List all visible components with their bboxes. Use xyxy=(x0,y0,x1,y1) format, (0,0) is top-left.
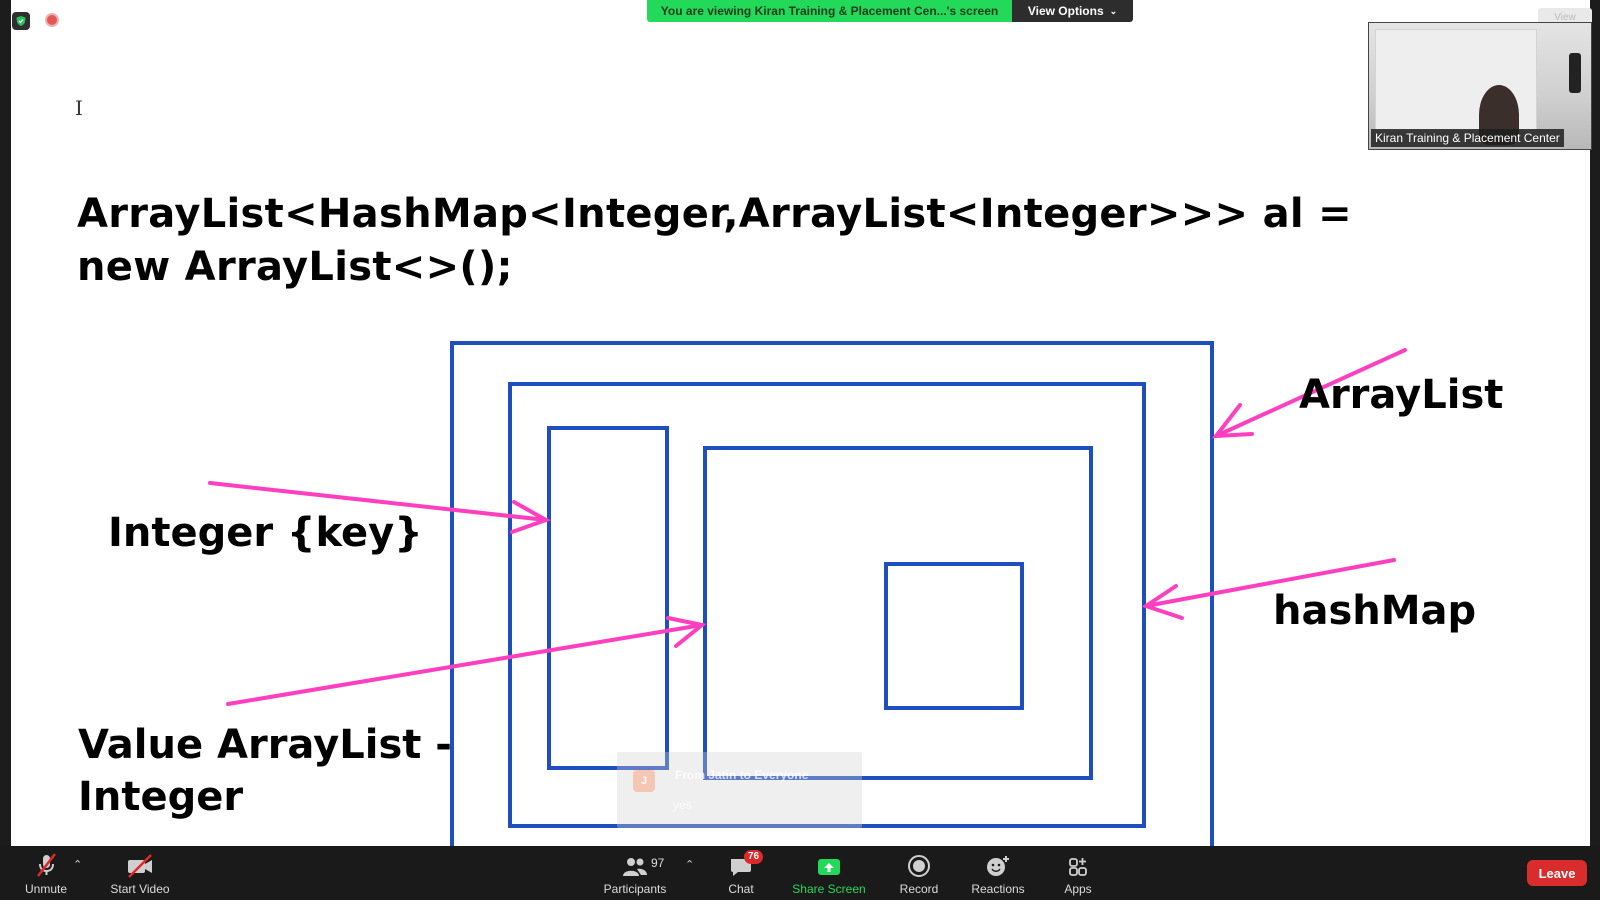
chat-label: Chat xyxy=(728,882,754,896)
arraylist-box xyxy=(450,341,1214,846)
reactions-button[interactable]: Reactions xyxy=(968,846,1028,900)
shield-icon[interactable] xyxy=(12,12,30,30)
view-layout-button[interactable]: View xyxy=(1538,8,1592,26)
value-integer-box xyxy=(884,562,1024,710)
chat-avatar: J xyxy=(633,770,655,792)
chat-notification[interactable]: J From Jatin to Everyone yes xyxy=(617,752,862,828)
view-corner-label: View xyxy=(1554,11,1576,23)
label-value-line-1: Value ArrayList - xyxy=(78,722,452,768)
right-edge xyxy=(1590,0,1600,846)
mic-off-icon xyxy=(33,850,59,878)
label-integer-key: Integer {key} xyxy=(108,510,423,556)
record-icon xyxy=(907,850,931,878)
arrowhead-value xyxy=(666,616,707,648)
chat-message: yes xyxy=(673,798,692,812)
share-screen-button[interactable]: Share Screen xyxy=(790,846,868,900)
chat-button[interactable]: Chat xyxy=(718,846,764,900)
code-line-1: ArrayList<HashMap<Integer,ArrayList<Inte… xyxy=(77,191,1352,237)
video-off-icon xyxy=(125,850,155,878)
arrow-to-value xyxy=(226,623,704,706)
arrowhead-arraylist xyxy=(1211,403,1254,439)
arrowhead-hashmap xyxy=(1141,584,1184,620)
chat-from: From Jatin to Everyone xyxy=(675,768,809,782)
code-line-2: new ArrayList<>(); xyxy=(77,244,513,290)
apps-button[interactable]: Apps xyxy=(1056,846,1100,900)
chevron-up-icon[interactable]: ⌃ xyxy=(685,859,695,871)
chat-icon xyxy=(729,850,753,878)
value-arraylist-box xyxy=(703,446,1093,780)
participants-label: Participants xyxy=(603,882,667,896)
arrow-to-hashmap xyxy=(1144,558,1396,608)
share-screen-label: Share Screen xyxy=(792,882,866,896)
unmute-label: Unmute xyxy=(24,882,68,896)
slide-code-title: ArrayList<HashMap<Integer,ArrayList<Inte… xyxy=(77,188,1517,294)
label-value-line-2: Integer xyxy=(78,774,244,820)
meeting-toolbar: Unmute ⌃ Start Video Participants 97 ⌃ xyxy=(0,846,1600,900)
start-video-label: Start Video xyxy=(110,882,170,896)
label-hashmap: hashMap xyxy=(1273,588,1477,634)
participants-count: 97 xyxy=(651,856,665,870)
participants-button[interactable]: Participants xyxy=(604,846,666,900)
reactions-label: Reactions xyxy=(971,882,1025,896)
participants-icon xyxy=(621,850,649,878)
reactions-icon xyxy=(985,850,1011,878)
nested-structure-diagram xyxy=(208,341,1407,846)
arrow-to-key xyxy=(208,481,548,522)
record-button[interactable]: Record xyxy=(893,846,945,900)
chevron-up-icon[interactable]: ⌃ xyxy=(73,859,83,871)
video-participant-name: Kiran Training & Placement Center xyxy=(1371,129,1564,147)
arrow-to-arraylist xyxy=(1214,348,1407,438)
arrowhead-key xyxy=(510,500,551,534)
left-edge xyxy=(0,0,11,846)
chevron-down-icon: ⌄ xyxy=(1109,5,1118,16)
leave-button[interactable]: Leave xyxy=(1527,860,1587,886)
video-tile[interactable]: Kiran Training & Placement Center xyxy=(1368,22,1592,150)
apps-icon xyxy=(1067,850,1089,878)
start-video-button[interactable]: Start Video xyxy=(104,846,176,900)
view-options-label: View Options xyxy=(1027,4,1104,18)
text-cursor-icon: I xyxy=(75,96,83,120)
recording-icon[interactable] xyxy=(45,13,59,27)
apps-label: Apps xyxy=(1064,882,1092,896)
video-mic-stand xyxy=(1569,53,1581,93)
chat-badge: 76 xyxy=(744,850,764,864)
view-options-button[interactable]: View Options ⌄ xyxy=(1012,0,1133,22)
shared-screen: ArrayList<HashMap<Integer,ArrayList<Inte… xyxy=(11,0,1600,846)
share-screen-icon xyxy=(816,850,842,878)
label-arraylist: ArrayList xyxy=(1299,372,1504,418)
key-box xyxy=(547,426,669,770)
record-label: Record xyxy=(899,882,939,896)
unmute-button[interactable]: Unmute xyxy=(20,846,72,900)
viewing-banner: You are viewing Kiran Training & Placeme… xyxy=(647,0,1012,22)
